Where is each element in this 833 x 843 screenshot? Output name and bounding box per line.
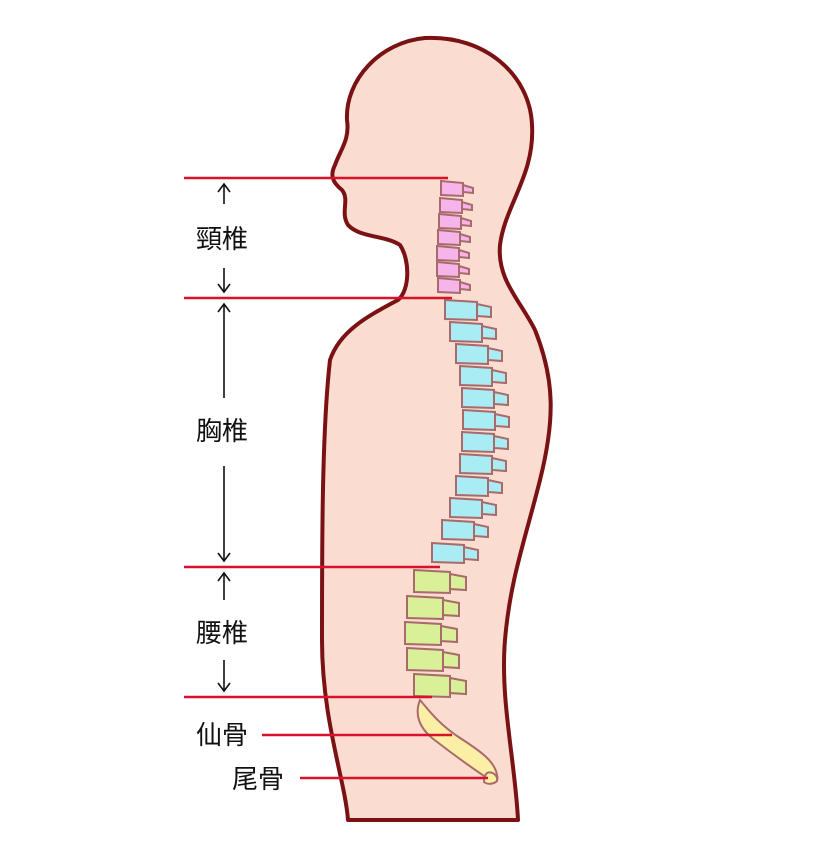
thoracic-vertebra-2 bbox=[449, 320, 483, 344]
thoracic-vertebra-10 bbox=[449, 496, 483, 520]
thoracic-vertebra-8 bbox=[459, 452, 493, 476]
cervical-vertebra-3 bbox=[438, 212, 462, 231]
cervical-vertebra-6 bbox=[436, 260, 460, 279]
thoracic-vertebra-9 bbox=[455, 474, 489, 498]
thoracic-vertebra-7 bbox=[461, 430, 495, 454]
lumbar-vertebra-3-process bbox=[440, 624, 458, 644]
cervical-vertebra-5-process bbox=[458, 248, 470, 260]
thoracic-vertebra-8-process bbox=[491, 456, 507, 473]
thoracic-vertebra-7-process bbox=[493, 434, 509, 451]
lumbar-vertebra-5-process bbox=[449, 676, 467, 696]
thoracic-vertebra-6-process bbox=[494, 412, 510, 429]
lumbar-vertebra-1 bbox=[413, 568, 451, 595]
lumbar-vertebra-1-process bbox=[449, 572, 467, 592]
cervical-vertebra-3-process bbox=[460, 216, 472, 228]
thoracic-vertebra-11-process bbox=[473, 522, 489, 539]
lumbar-vertebra-2 bbox=[406, 594, 444, 621]
lumbar-label: 腰椎 bbox=[196, 619, 248, 649]
thoracic-vertebra-5 bbox=[461, 386, 495, 410]
cervical-vertebrae bbox=[436, 179, 474, 295]
body-silhouette bbox=[320, 35, 553, 822]
cervical-label: 頸椎 bbox=[196, 225, 248, 255]
cervical-vertebra-2-process bbox=[461, 200, 473, 212]
cervical-vertebra-5 bbox=[436, 244, 460, 263]
thoracic-vertebra-1 bbox=[444, 298, 478, 322]
cervical-vertebra-7-process bbox=[459, 280, 471, 292]
cervical-vertebra-1-process bbox=[462, 183, 474, 195]
thoracic-vertebra-12 bbox=[431, 541, 465, 565]
lumbar-vertebrae bbox=[404, 568, 467, 699]
thoracic-vertebra-3-process bbox=[487, 346, 503, 363]
thoracic-vertebra-2-process bbox=[481, 324, 497, 341]
cervical-vertebra-2 bbox=[439, 196, 463, 215]
lumbar-vertebra-5 bbox=[413, 672, 451, 699]
cervical-vertebra-4 bbox=[437, 228, 461, 247]
thoracic-vertebra-1-process bbox=[476, 302, 492, 319]
thoracic-arrows bbox=[217, 302, 231, 563]
thoracic-vertebra-6 bbox=[462, 408, 496, 432]
thoracic-vertebra-5-process bbox=[493, 390, 509, 407]
thoracic-vertebra-11 bbox=[441, 518, 475, 542]
thoracic-vertebra-10-process bbox=[481, 500, 497, 517]
cervical-vertebra-7 bbox=[437, 276, 461, 295]
thoracic-vertebrae bbox=[431, 298, 510, 565]
coccyx-label: 尾骨 bbox=[232, 765, 284, 795]
cervical-vertebra-4-process bbox=[459, 232, 471, 244]
cervical-vertebra-6-process bbox=[458, 264, 470, 276]
thoracic-vertebra-3 bbox=[455, 342, 489, 366]
sacrum-label: 仙骨 bbox=[196, 721, 248, 751]
thoracic-vertebra-4 bbox=[459, 364, 493, 388]
lumbar-arrows bbox=[217, 571, 231, 693]
thoracic-vertebra-4-process bbox=[491, 368, 507, 385]
cervical-arrows bbox=[217, 182, 231, 294]
thoracic-vertebra-12-process bbox=[463, 545, 479, 562]
lumbar-vertebra-4-process bbox=[442, 650, 460, 670]
cervical-vertebra-1 bbox=[440, 179, 464, 198]
lumbar-vertebra-4 bbox=[406, 646, 444, 673]
thoracic-vertebra-9-process bbox=[487, 478, 503, 495]
lumbar-vertebra-3 bbox=[404, 620, 442, 647]
thoracic-label: 胸椎 bbox=[196, 417, 248, 447]
lumbar-vertebra-2-process bbox=[442, 598, 460, 618]
